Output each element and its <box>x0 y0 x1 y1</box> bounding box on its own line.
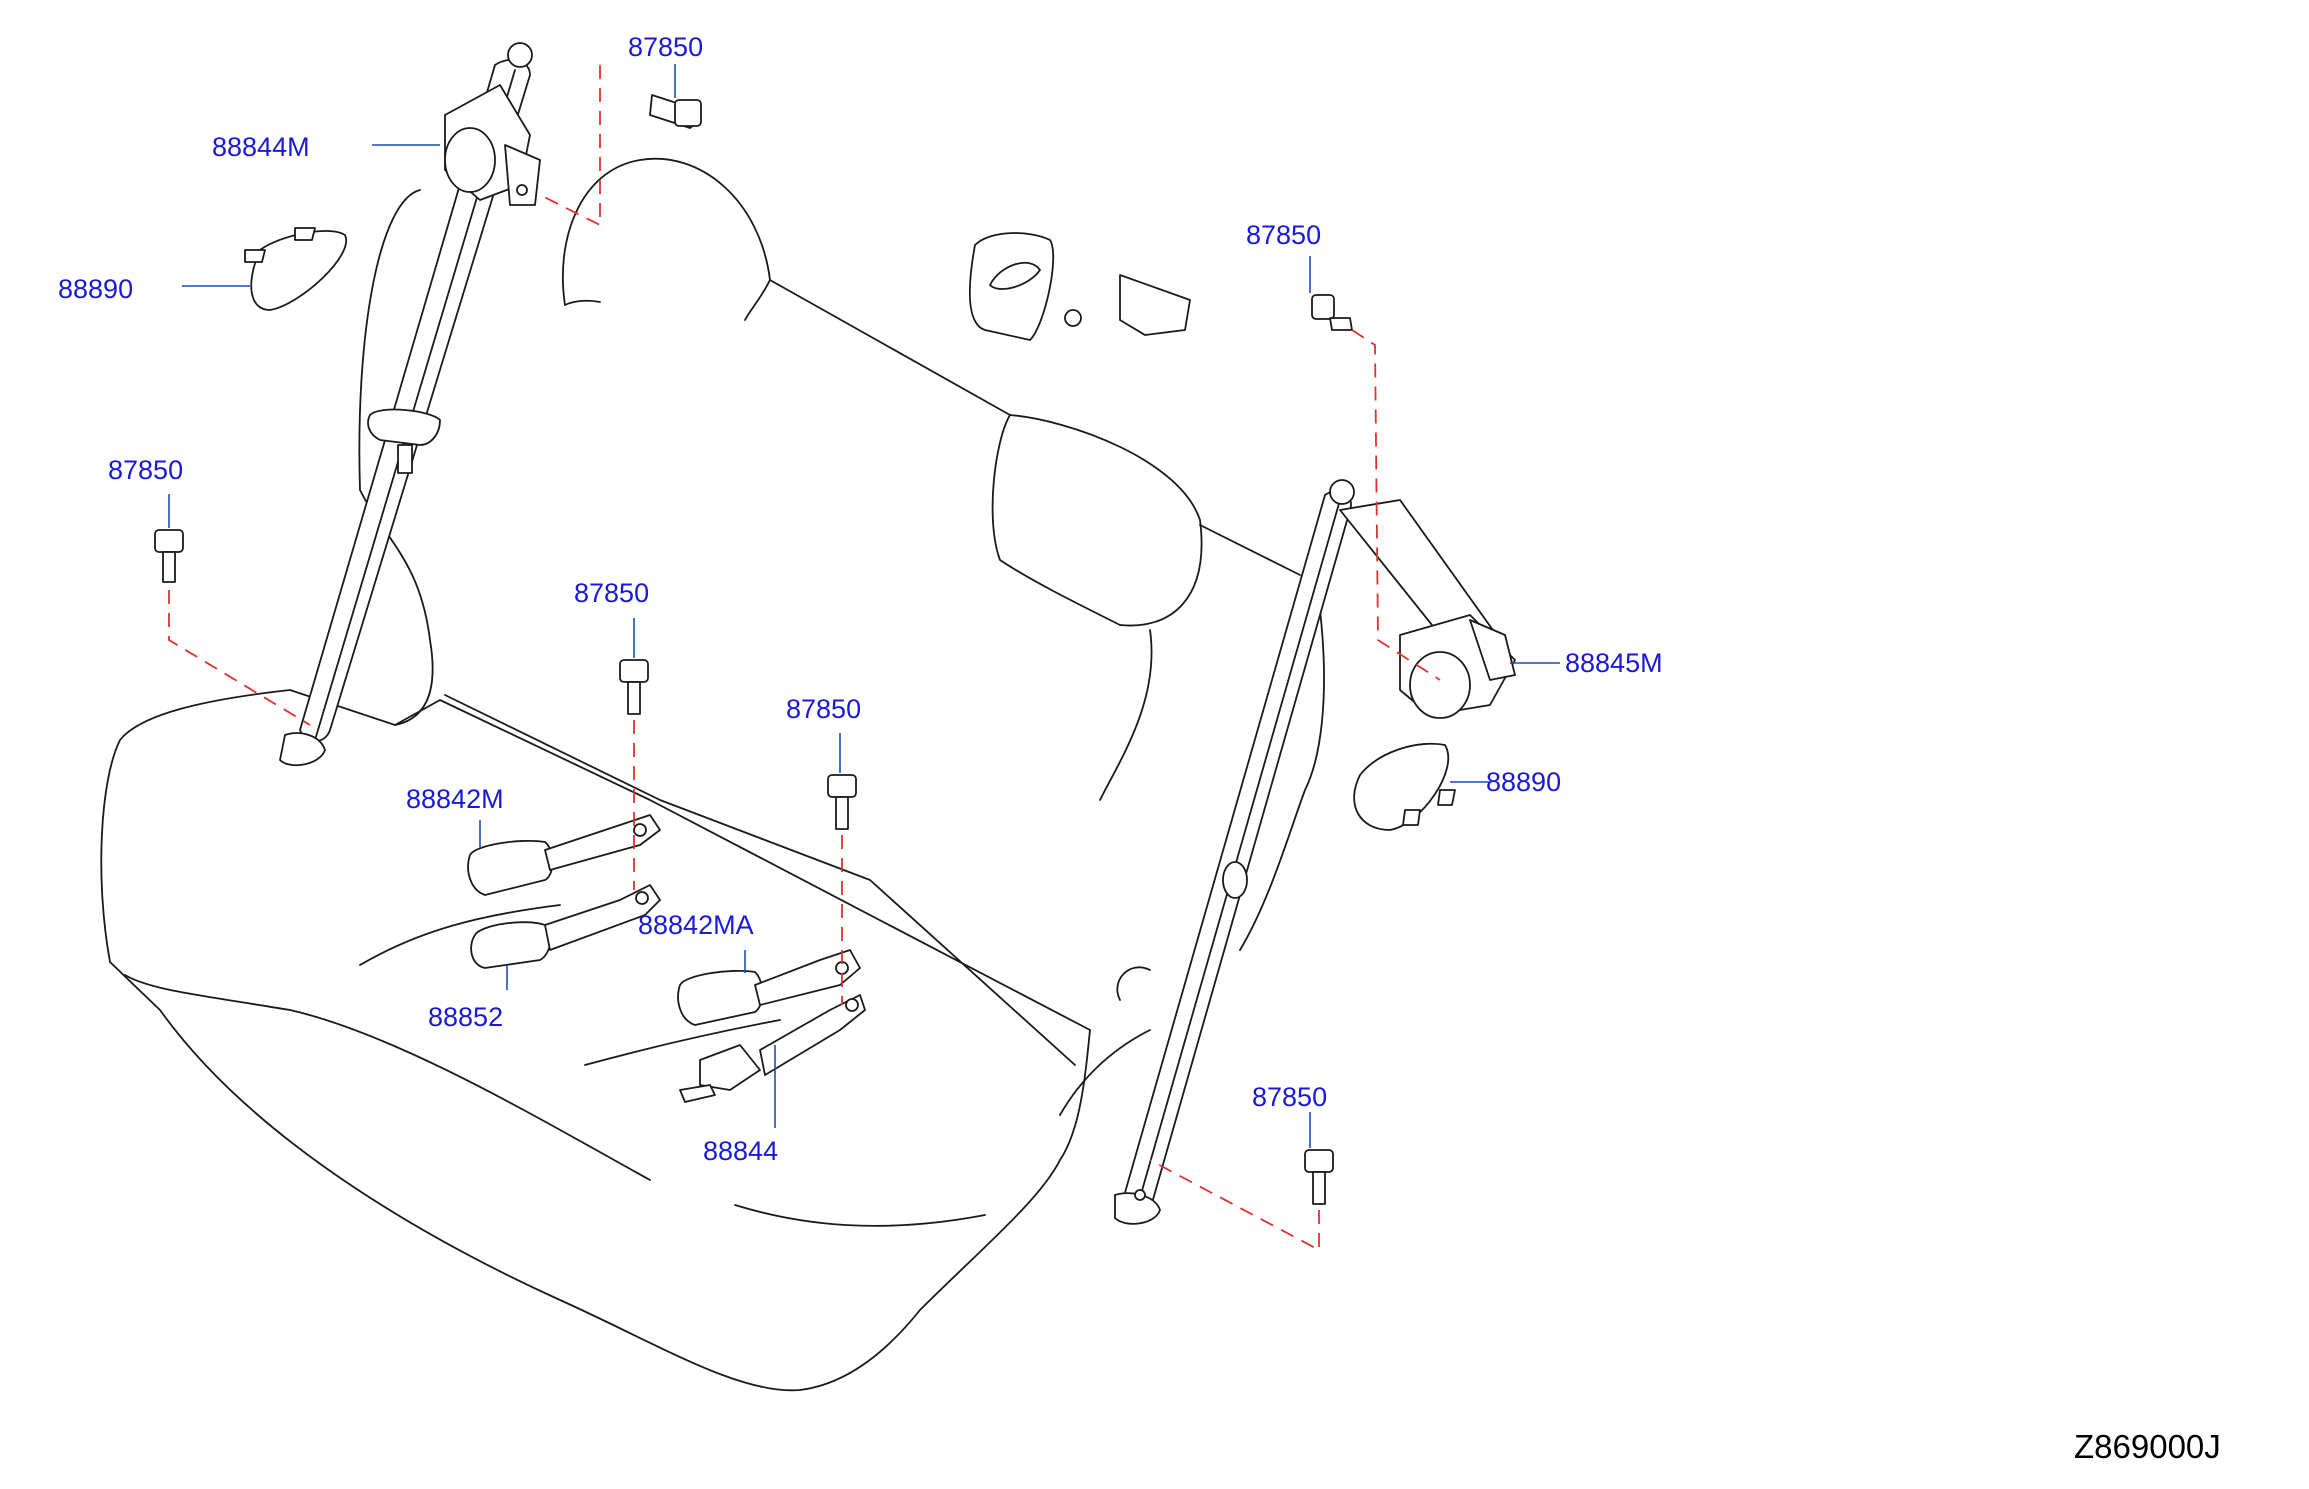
bolt-icon <box>1311 294 1353 331</box>
label-bolt-top-right: 87850 <box>1246 220 1322 250</box>
diagram-code: Z869000J <box>2074 1428 2221 1465</box>
label-buckle-left: 88842M <box>406 784 504 814</box>
label-buckle-lower: 88852 <box>428 1002 504 1032</box>
label-cover-right: 88890 <box>1486 767 1562 797</box>
buckle-88842ma <box>677 949 861 1026</box>
buckle-88842m <box>467 814 661 896</box>
label-bolt-center-left: 87850 <box>574 578 650 608</box>
label-belt-center: 88844 <box>703 1136 779 1166</box>
leader-lines <box>168 64 1560 1148</box>
dashed-guides <box>168 65 1441 1252</box>
label-retractor-left: 88844M <box>212 132 310 162</box>
retractor-left-88844m <box>444 42 541 206</box>
label-cover-left: 88890 <box>58 274 134 304</box>
label-bolt-top-left: 87850 <box>628 32 704 62</box>
bolt-icon <box>827 774 857 830</box>
bolt-icon <box>649 94 702 129</box>
bolt-icon <box>619 659 649 715</box>
retractor-right-88845m <box>1399 614 1516 719</box>
right-shoulder-belt <box>1114 479 1501 1225</box>
headrest-guide-parts <box>968 232 1191 341</box>
label-retractor-right: 88845M <box>1565 648 1663 678</box>
belt-88844 <box>679 994 866 1103</box>
cover-right-88890 <box>1353 742 1456 831</box>
bolt-icon <box>1304 1149 1334 1205</box>
buckle-88852 <box>470 884 661 969</box>
bolt-icon <box>154 529 184 583</box>
label-bolt-left: 87850 <box>108 455 184 485</box>
label-buckle-center: 88842MA <box>638 910 754 940</box>
label-bolt-bottom-right: 87850 <box>1252 1082 1328 1112</box>
rear-seat-outline <box>100 157 1325 1392</box>
label-bolt-center: 87850 <box>786 694 862 724</box>
cover-left-88890 <box>244 227 348 311</box>
